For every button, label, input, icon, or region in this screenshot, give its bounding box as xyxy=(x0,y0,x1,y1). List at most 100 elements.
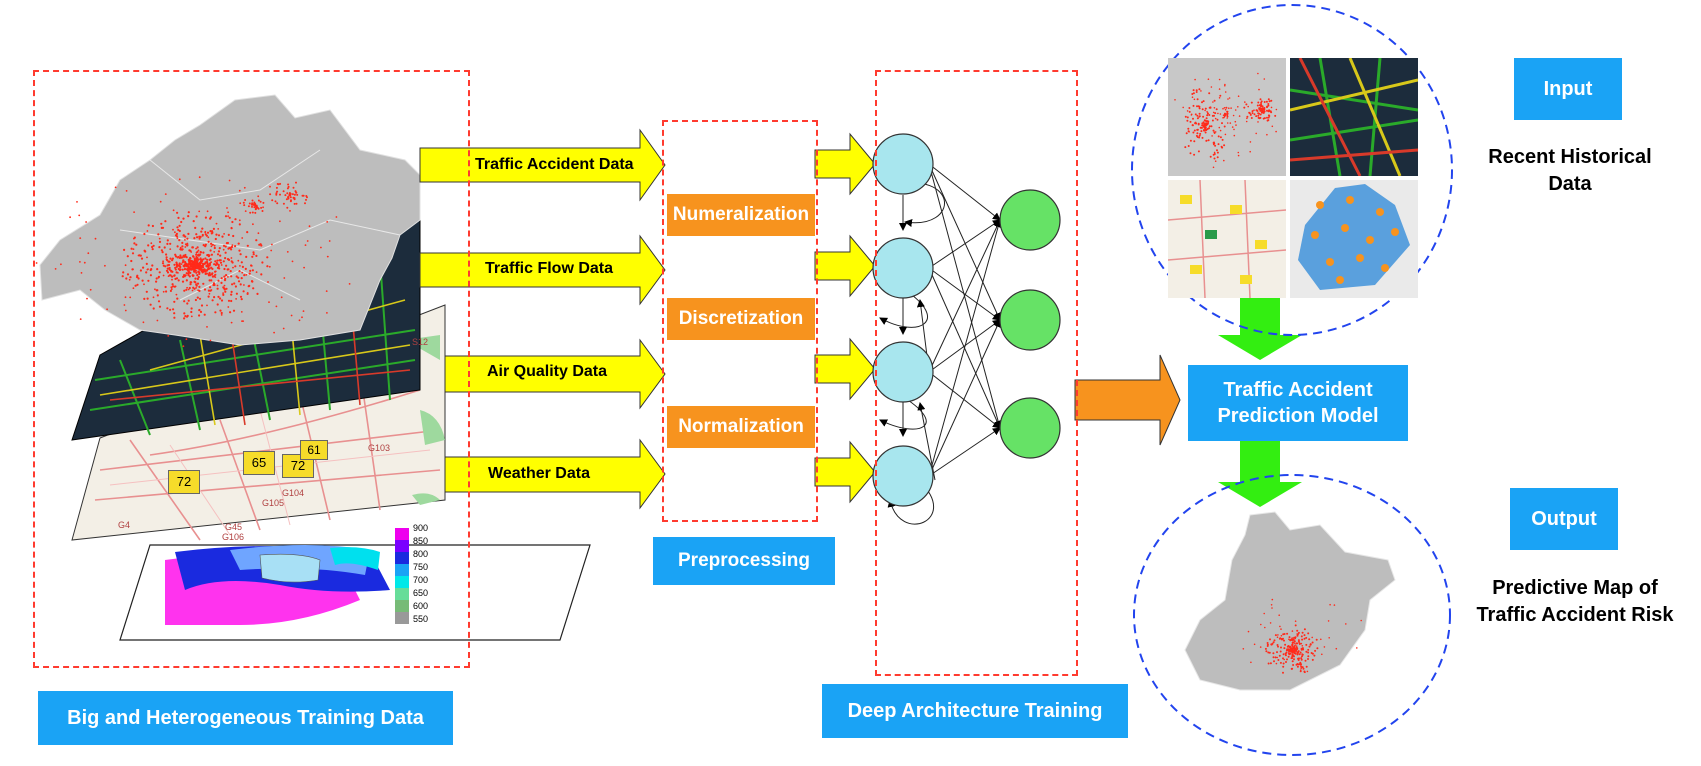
accident-dot xyxy=(194,226,197,229)
input-desc-line1: Recent Historical xyxy=(1488,146,1652,168)
accident-dot xyxy=(172,209,175,212)
accident-dot xyxy=(1224,91,1227,93)
accident-dot xyxy=(186,242,189,245)
accident-dot xyxy=(1282,662,1285,665)
accident-dot xyxy=(1276,644,1279,646)
accident-dot xyxy=(1195,134,1198,137)
accident-dot xyxy=(208,258,211,261)
accident-dot xyxy=(1219,113,1222,115)
accident-dot xyxy=(231,283,234,286)
accident-dot xyxy=(1269,622,1272,624)
accident-dot xyxy=(1296,665,1299,668)
accident-dot xyxy=(1273,660,1275,663)
legend-tick: 700 xyxy=(413,575,429,585)
accident-dot xyxy=(1301,631,1304,634)
accident-dot xyxy=(1208,125,1211,128)
accident-dot xyxy=(1266,106,1268,109)
accident-dot xyxy=(1297,639,1300,642)
accident-dot xyxy=(1311,658,1314,661)
accident-dot xyxy=(169,289,172,292)
accident-dot xyxy=(1219,129,1222,132)
accident-dot xyxy=(185,338,188,341)
accident-dot xyxy=(1209,107,1212,109)
accident-dot xyxy=(146,256,148,259)
accident-dot xyxy=(151,248,154,251)
accident-dot xyxy=(214,311,217,314)
accident-dot xyxy=(1211,135,1213,137)
accident-dot xyxy=(198,272,201,275)
accident-dot xyxy=(198,297,202,300)
accident-dot xyxy=(240,277,243,280)
accident-dot xyxy=(174,266,177,269)
accident-dot xyxy=(1226,110,1228,113)
accident-dot xyxy=(190,315,193,318)
accident-dot xyxy=(1195,91,1198,93)
accident-dot xyxy=(222,244,226,247)
accident-dot xyxy=(232,309,236,312)
accident-dot xyxy=(1295,646,1298,649)
accident-dot xyxy=(223,233,226,235)
accident-dot xyxy=(186,263,189,266)
accident-dot xyxy=(184,246,187,248)
accident-dot xyxy=(203,288,207,291)
accident-dot xyxy=(1291,660,1294,663)
aqi-marker: 61 xyxy=(300,440,328,460)
accident-dot xyxy=(181,245,184,248)
accident-dot xyxy=(143,283,145,286)
accident-dot xyxy=(1198,116,1200,118)
accident-dot xyxy=(230,299,233,303)
accident-dot xyxy=(252,287,255,290)
accident-dot xyxy=(182,275,185,278)
accident-dot xyxy=(230,257,233,259)
accident-dot xyxy=(1277,645,1279,648)
accident-dot xyxy=(1213,107,1216,109)
accident-dot xyxy=(202,251,205,254)
accident-dot xyxy=(217,279,220,282)
accident-dot xyxy=(320,246,322,249)
accident-dot xyxy=(218,250,221,253)
accident-dot xyxy=(209,286,212,289)
accident-dot xyxy=(1187,145,1190,147)
accident-dot xyxy=(132,248,135,251)
input-to-model-arrow xyxy=(1218,295,1302,360)
accident-dot xyxy=(151,264,154,267)
accident-dot xyxy=(231,244,234,247)
accident-dot xyxy=(166,242,169,245)
accident-dot xyxy=(200,258,203,262)
accident-dot xyxy=(54,268,57,270)
accident-dot xyxy=(131,252,135,255)
accident-dot xyxy=(1257,72,1259,75)
accident-dot xyxy=(1204,124,1207,127)
accident-dot xyxy=(246,292,249,294)
accident-dot xyxy=(177,279,180,282)
accident-dot xyxy=(152,307,155,310)
accident-dot xyxy=(1291,649,1293,651)
accident-dot xyxy=(243,284,245,286)
accident-dot xyxy=(1280,628,1282,630)
accident-dot xyxy=(1220,145,1223,148)
accident-dot xyxy=(1212,111,1215,114)
accident-dot xyxy=(285,198,288,201)
accident-dot xyxy=(204,230,207,233)
accident-dot xyxy=(1257,116,1260,119)
accident-dot xyxy=(1216,149,1218,152)
accident-dot xyxy=(1213,132,1216,134)
accident-dot xyxy=(1288,636,1291,639)
output-desc-line2: Traffic Accident Risk xyxy=(1476,604,1674,626)
accident-dot xyxy=(1360,619,1362,622)
accident-dot xyxy=(243,204,246,207)
accident-dot xyxy=(252,203,255,206)
accident-map-layer xyxy=(35,94,421,348)
accident-dot xyxy=(1269,110,1272,113)
accident-dot xyxy=(1274,634,1277,637)
accident-dot xyxy=(157,300,161,303)
accident-dot xyxy=(282,327,285,330)
legend-tick: 750 xyxy=(413,562,429,572)
weather-icon xyxy=(1311,231,1319,239)
accident-dot xyxy=(235,292,238,295)
accident-dot xyxy=(195,284,198,287)
accident-dot xyxy=(206,304,208,307)
accident-dot xyxy=(162,290,165,293)
preprocessing-label: Preprocessing xyxy=(653,537,835,585)
